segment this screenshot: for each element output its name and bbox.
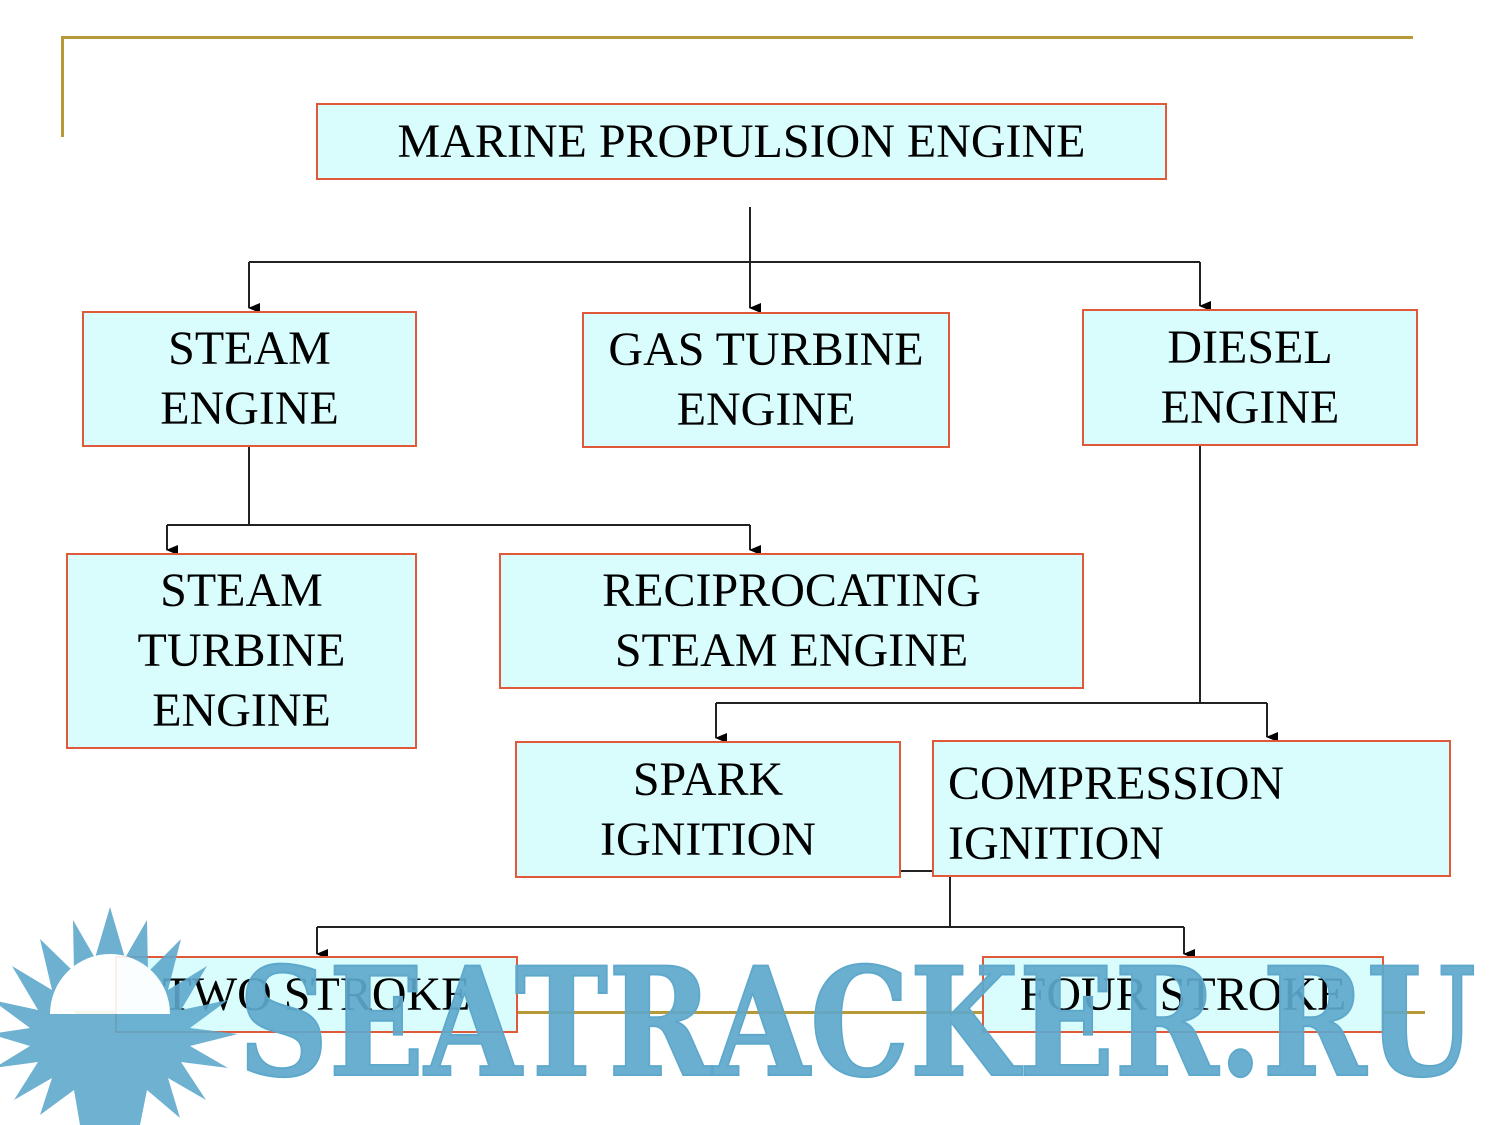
node-label: IGNITION (948, 817, 1164, 870)
node-label: RECIPROCATING (602, 564, 981, 617)
node-label: IGNITION (600, 812, 816, 866)
left-accent-line (61, 36, 64, 137)
node-label: STEAM ENGINE (614, 624, 969, 677)
node-label: FOUR STROKE (1019, 967, 1347, 1021)
node-label: MARINE PROPULSION ENGINE (397, 114, 1086, 168)
node-reciprocating-steam-engine: RECIPROCATING STEAM ENGINE (499, 553, 1084, 689)
node-label: ENGINE (1160, 380, 1340, 434)
node-compression-ignition: COMPRESSION IGNITION (932, 740, 1451, 877)
node-label: STEAM (160, 564, 323, 617)
node-label: ENGINE (152, 684, 331, 737)
node-label: DIESEL (1167, 320, 1333, 374)
node-gas-turbine-engine: GAS TURBINE ENGINE (582, 312, 950, 448)
node-label: ENGINE (160, 382, 339, 435)
node-label: TWO STROKE (162, 967, 471, 1021)
node-marine-propulsion-engine: MARINE PROPULSION ENGINE (316, 103, 1167, 180)
node-label: STEAM (168, 322, 331, 375)
node-steam-engine: STEAM ENGINE (82, 311, 417, 447)
bottom-accent-line (75, 1011, 1425, 1014)
node-two-stroke: TWO STROKE (115, 956, 518, 1033)
node-label: GAS TURBINE (608, 323, 924, 376)
node-label: TURBINE (137, 624, 346, 677)
top-accent-line (61, 36, 1413, 39)
node-label: SPARK (632, 752, 784, 806)
node-diesel-engine: DIESEL ENGINE (1082, 309, 1418, 446)
node-label: COMPRESSION (948, 757, 1285, 810)
node-four-stroke: FOUR STROKE (982, 956, 1384, 1033)
node-spark-ignition: SPARK IGNITION (515, 741, 901, 878)
node-steam-turbine-engine: STEAM TURBINE ENGINE (66, 553, 417, 749)
node-label: ENGINE (676, 383, 856, 436)
